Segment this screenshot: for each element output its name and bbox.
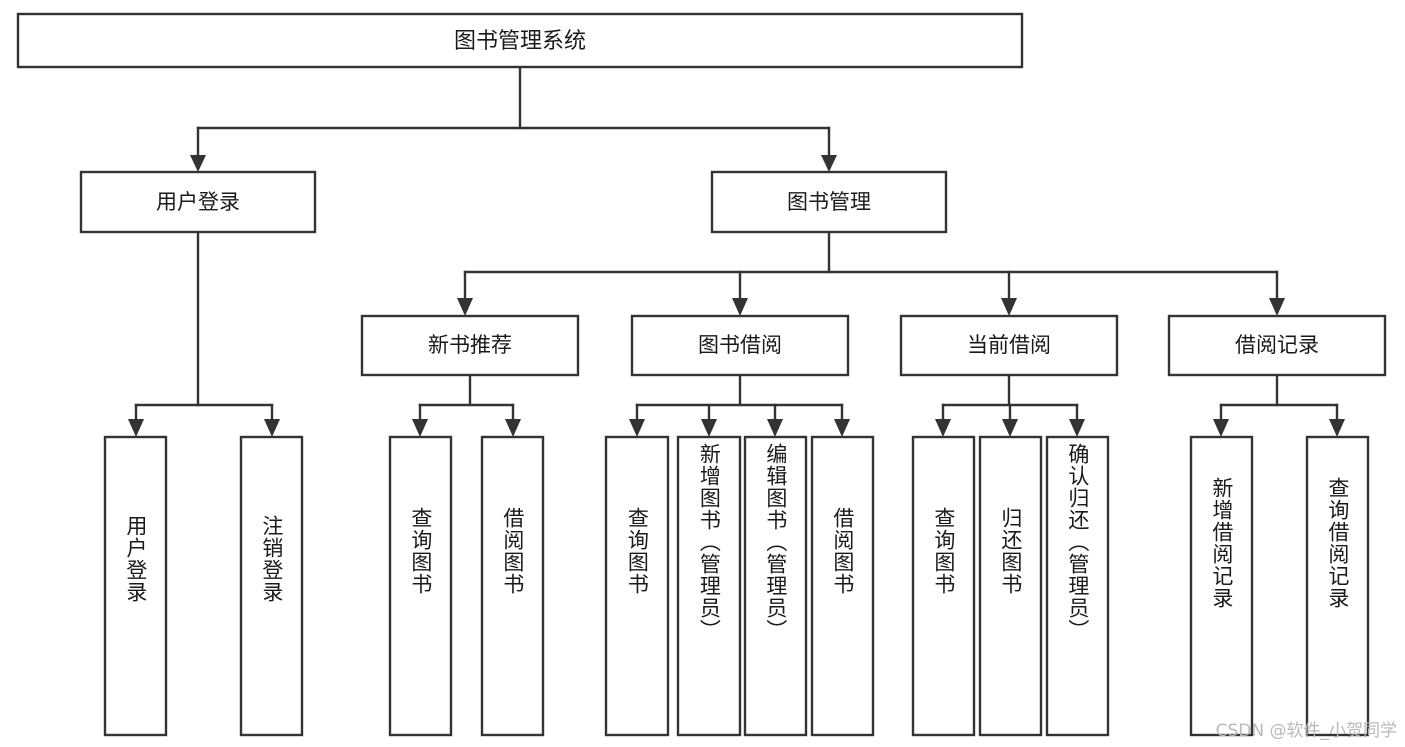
leaf-box-borrow-record-1[interactable] xyxy=(1305,435,1370,737)
connector-group-new-book xyxy=(412,373,521,437)
node-root-label: 图书管理系统 xyxy=(454,29,586,54)
node-user-login-box[interactable] xyxy=(79,170,317,234)
node-book-manage-label: 图书管理 xyxy=(787,190,871,214)
arrow-head-leaf-new-book-1 xyxy=(505,419,521,437)
leaf-box-user-login-1[interactable] xyxy=(239,435,304,737)
leaf-box-book-borrow-2[interactable] xyxy=(743,435,808,737)
node-root[interactable]: 图书管理系统 xyxy=(16,12,1024,69)
node-new-book-recommend-label: 新书推荐 xyxy=(428,333,512,357)
arrow-head-book-borrow xyxy=(732,298,748,316)
arrow-head-borrow-record xyxy=(1269,298,1285,316)
node-new-book-recommend[interactable]: 新书推荐 xyxy=(360,314,580,377)
leaf-box-current-borrow-0[interactable] xyxy=(911,435,976,737)
connector-group-borrow-record xyxy=(1213,373,1345,437)
connector-group-book-borrow xyxy=(629,373,850,437)
node-root-box[interactable] xyxy=(16,12,1024,69)
node-user-login-label: 用户登录 xyxy=(156,190,240,214)
node-current-borrow-box[interactable] xyxy=(899,314,1119,377)
arrow-head-leaf-user-login-1 xyxy=(264,419,280,437)
arrow-head-leaf-current-borrow-1 xyxy=(1002,419,1018,437)
node-new-book-recommend-box[interactable] xyxy=(360,314,580,377)
arrow-head-leaf-borrow-record-1 xyxy=(1329,419,1345,437)
arrow-head-leaf-book-borrow-0 xyxy=(629,419,645,437)
connector-group-user-login xyxy=(128,230,280,437)
leaf-box-user-login-0[interactable] xyxy=(103,435,168,737)
node-book-borrow-box[interactable] xyxy=(630,314,850,377)
arrow-head-leaf-book-borrow-2 xyxy=(767,419,783,437)
node-borrow-record[interactable]: 借阅记录 xyxy=(1167,314,1387,377)
arrow-head-user-login xyxy=(190,155,206,172)
arrow-head-new-book xyxy=(457,298,473,316)
leaf-boxes xyxy=(103,435,1370,737)
node-current-borrow[interactable]: 当前借阅 xyxy=(899,314,1119,377)
leaf-box-book-borrow-0[interactable] xyxy=(604,435,670,737)
arrow-head-current-borrow xyxy=(1001,298,1017,316)
connector-group-current-borrow xyxy=(935,373,1085,437)
leaf-box-new-book-0[interactable] xyxy=(388,435,453,737)
node-borrow-record-box[interactable] xyxy=(1167,314,1387,377)
arrow-head-leaf-book-borrow-1 xyxy=(701,419,717,437)
arrow-head-leaf-current-borrow-0 xyxy=(935,419,951,437)
leaf-box-book-borrow-1[interactable] xyxy=(676,435,742,737)
node-book-manage[interactable]: 图书管理 xyxy=(710,170,948,234)
arrow-head-leaf-new-book-0 xyxy=(412,419,428,437)
arrow-head-leaf-user-login-0 xyxy=(128,419,144,437)
node-book-borrow[interactable]: 图书借阅 xyxy=(630,314,850,377)
watermark-text: CSDN @软件_小贺同学 xyxy=(1215,721,1397,741)
arrow-head-leaf-current-borrow-2 xyxy=(1069,419,1085,437)
connector-group-book-manage xyxy=(457,230,1285,316)
node-user-login[interactable]: 用户登录 xyxy=(79,170,317,234)
connector-group-root xyxy=(190,65,837,172)
leaf-box-book-borrow-3[interactable] xyxy=(810,435,875,737)
node-book-manage-box[interactable] xyxy=(710,170,948,234)
leaf-box-new-book-1[interactable] xyxy=(480,435,545,737)
leaf-box-borrow-record-0[interactable] xyxy=(1189,435,1254,737)
leaf-box-current-borrow-1[interactable] xyxy=(978,435,1043,737)
arrow-head-leaf-book-borrow-3 xyxy=(834,419,850,437)
leaf-box-current-borrow-2[interactable] xyxy=(1045,435,1110,737)
node-book-borrow-label: 图书借阅 xyxy=(698,333,782,357)
arrow-head-book-manage xyxy=(821,155,837,172)
node-current-borrow-label: 当前借阅 xyxy=(967,333,1051,357)
node-borrow-record-label: 借阅记录 xyxy=(1235,333,1319,357)
arrow-head-leaf-borrow-record-0 xyxy=(1213,419,1229,437)
